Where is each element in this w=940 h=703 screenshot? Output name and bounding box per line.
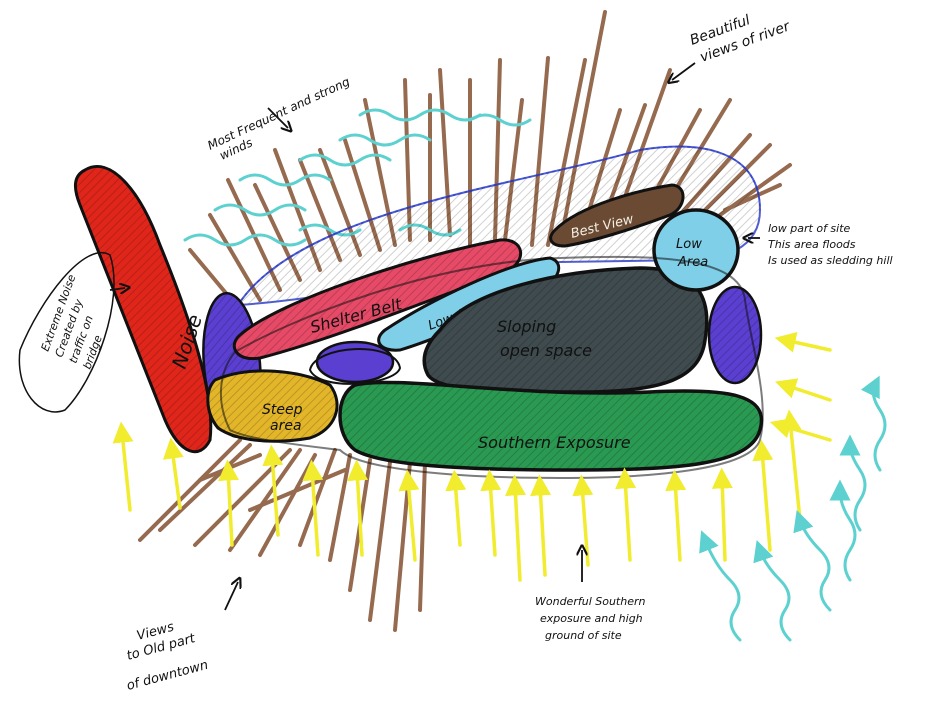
southern-exposure-label: Southern Exposure <box>478 433 631 452</box>
low-part-annotation-2: This area floods <box>768 238 856 251</box>
southern-exposure-zone: Southern Exposure <box>340 382 762 470</box>
winds-annotation-1: Most Frequent and strong <box>205 74 352 152</box>
low-part-annotation-1: low part of site <box>768 222 851 235</box>
sloping-open-space-label-1: Sloping <box>497 317 556 336</box>
noise-annotation-bubble: Extreme Noise Created by traffic on brid… <box>19 253 114 412</box>
low-part-annotation-3: Is used as sledding hill <box>768 254 893 267</box>
sloping-open-space-label-2: open space <box>500 341 592 360</box>
steep-area-zone: Steep area <box>208 371 337 441</box>
southern-annotation-3: ground of site <box>545 629 622 642</box>
noise-zone: Noise <box>75 167 210 452</box>
low-area-right-zone: Low Area <box>654 210 738 290</box>
southern-annotation-1: Wonderful Southern <box>535 595 646 608</box>
low-area-right-label-1: Low <box>676 237 702 252</box>
southern-annotation-2: exposure and high <box>540 612 643 625</box>
downtown-annotation-3: of downtown <box>125 658 210 694</box>
violet-area-right <box>709 287 761 383</box>
downtown-view-lines <box>140 440 425 630</box>
steep-area-label-2: area <box>270 418 302 434</box>
steep-area-label-1: Steep <box>262 402 303 418</box>
